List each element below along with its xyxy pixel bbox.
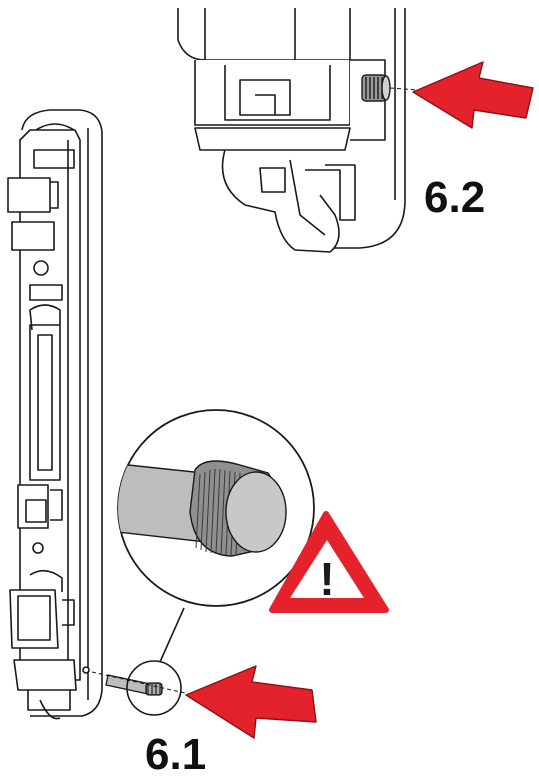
step-label-6-1: 6.1 — [145, 730, 207, 779]
device-rail — [7, 109, 103, 720]
warning-triangle-icon: ! — [269, 511, 389, 613]
top-axis-line — [389, 87, 419, 91]
top-detail-bracket — [177, 8, 406, 253]
pin-highlight-circle — [126, 660, 182, 716]
pin-small — [105, 674, 163, 696]
magnifier-connector — [159, 607, 185, 663]
magnified-detail — [117, 409, 315, 607]
pin-axis-line — [91, 671, 186, 694]
top-screw — [361, 74, 391, 102]
arrow-icon-top — [412, 61, 534, 129]
warning-exclamation: ! — [319, 553, 334, 605]
arrow-icon-bottom — [185, 665, 317, 739]
step-label-6-2: 6.2 — [424, 173, 486, 222]
